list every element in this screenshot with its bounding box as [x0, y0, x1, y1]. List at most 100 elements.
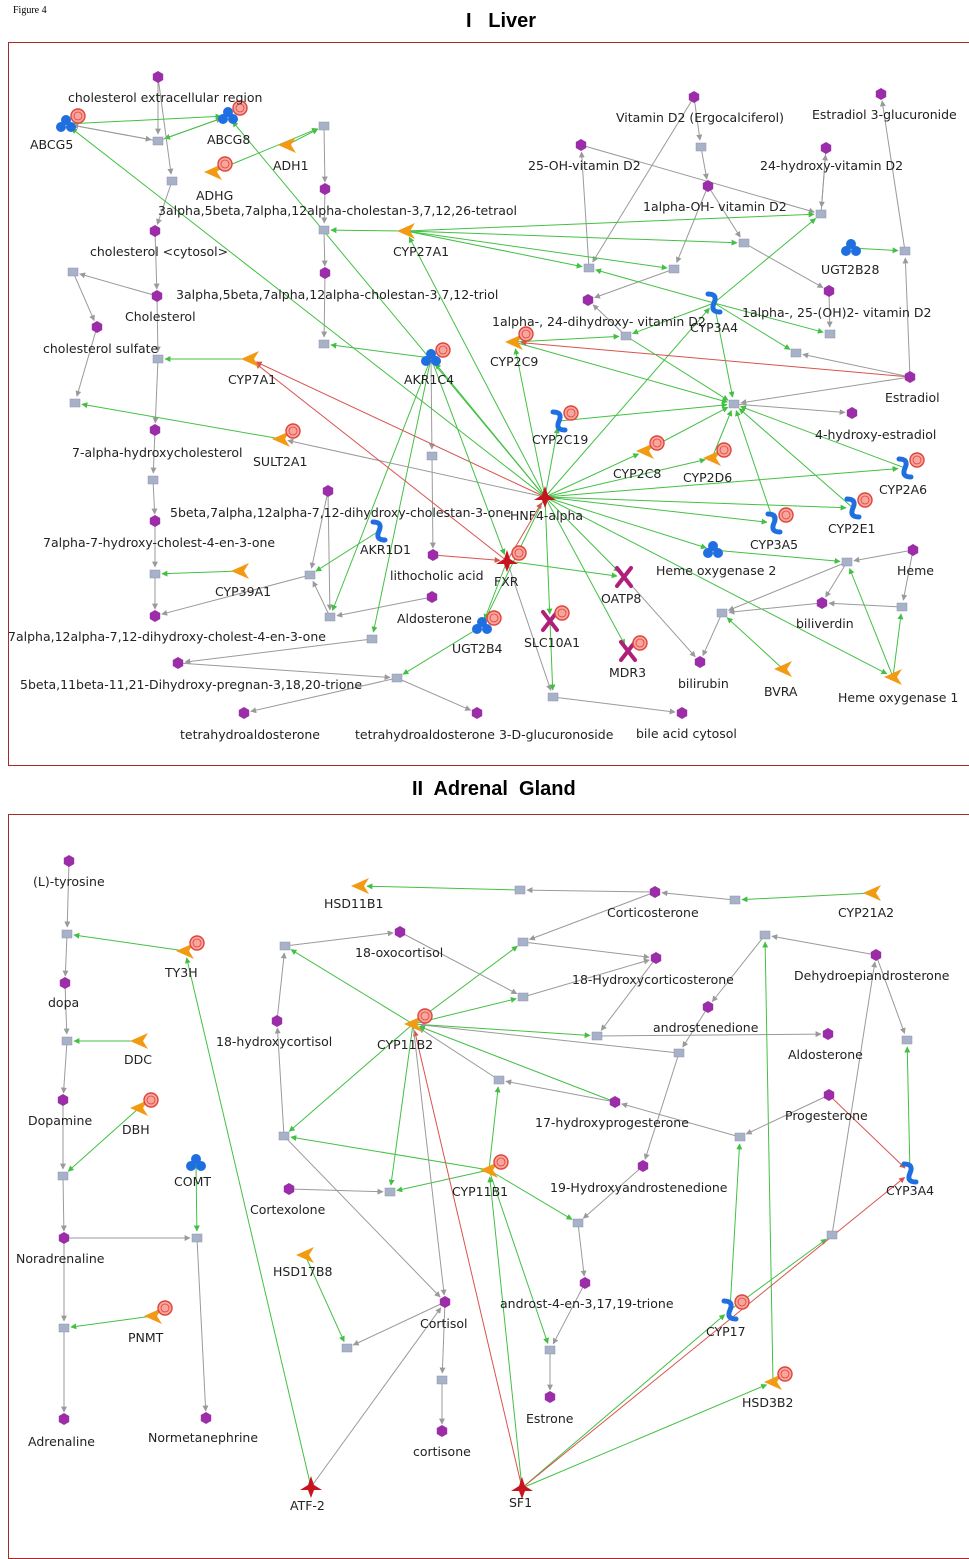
node-18oxo[interactable]: 18-oxocortisol [355, 926, 443, 960]
node-dihydroxychol4en[interactable]: 7alpha,12alpha-7,12-dihydroxy-cholest-4-… [8, 610, 326, 644]
node-vitd2[interactable]: Vitamin D2 (Ergocalciferol) [616, 91, 784, 125]
node-comt[interactable]: COMT [174, 1154, 211, 1189]
node-mdr3[interactable]: MDR3 [609, 635, 648, 680]
node-lithocholic[interactable]: lithocholic acid [390, 549, 484, 583]
node-cyp27a1[interactable]: CYP27A1 [393, 223, 449, 259]
node-abcg5[interactable]: ABCG5 [30, 108, 86, 152]
node-tetraol[interactable]: 3alpha,5beta,7alpha,12alpha-cholestan-3,… [158, 183, 517, 218]
node-bvra[interactable]: BVRA [764, 661, 798, 699]
node-label: Dopamine [28, 1113, 92, 1128]
node-bilirubin[interactable]: bilirubin [678, 656, 729, 691]
edge-r11-to-dihydroxychol4en [161, 574, 311, 616]
node-cyp2c9[interactable]: CYP2C9 [490, 326, 538, 369]
node-akr1d1[interactable]: AKR1D1 [360, 519, 411, 557]
node-ohvitd2[interactable]: 25-OH-vitamin D2 [528, 139, 641, 173]
node-progesterone[interactable]: Progesterone [785, 1089, 868, 1123]
node-androstenedione[interactable]: androstenedione [653, 1001, 759, 1035]
node-dihydroxychol3one[interactable]: 5beta,7alpha,12alpha-7,12-dihydroxy-chol… [170, 485, 511, 520]
node-heme[interactable]: Heme [897, 544, 934, 578]
node-cyp21a2[interactable]: CYP21A2 [838, 885, 894, 920]
node-thaldoglu[interactable]: tetrahydroaldosterone 3-D-glucuronoside [355, 707, 614, 742]
metabolite-icon [702, 1001, 714, 1013]
node-24hvitd2[interactable]: 24-hydroxy-vitamin D2 [760, 142, 903, 173]
node-1a24[interactable]: 1alpha-, 24-dihydroxy- vitamin D2 [492, 294, 706, 329]
node-pregnan[interactable]: 5beta,11beta-11,21-Dihydroxy-pregnan-3,1… [20, 657, 362, 692]
node-hsd17b8[interactable]: HSD17B8 [273, 1247, 332, 1279]
node-aldosteronea[interactable]: Aldosterone [788, 1028, 863, 1062]
node-17hp[interactable]: 17-hydroxyprogesterone [535, 1096, 689, 1130]
reaction-node [57, 1171, 69, 1181]
node-cortisol[interactable]: Cortisol [420, 1296, 468, 1331]
node-18hcs[interactable]: 18-Hydroxycorticosterone [572, 952, 734, 987]
node-estradiol[interactable]: Estradiol [885, 371, 940, 405]
node-akr1c4[interactable]: AKR1C4 [404, 342, 454, 387]
node-dbh[interactable]: DBH [122, 1092, 159, 1137]
node-normetanephrine[interactable]: Normetanephrine [148, 1412, 258, 1445]
node-ho1[interactable]: Heme oxygenase 1 [838, 669, 958, 705]
node-estrone[interactable]: Estrone [526, 1391, 574, 1426]
node-thaldo[interactable]: tetrahydroaldosterone [180, 707, 320, 742]
node-corticosterone[interactable]: Corticosterone [607, 886, 699, 920]
node-chol_sulf[interactable]: cholesterol sulfate [43, 321, 159, 356]
reaction-node [517, 937, 529, 947]
edge-CYP27A1-to-r21 [405, 230, 583, 269]
node-hnf4a[interactable]: HNF4-alpha [510, 486, 583, 523]
node-1a25[interactable]: 1alpha-, 25-(OH)2- vitamin D2 [742, 285, 931, 320]
node-18hc[interactable]: 18-hydroxycortisol [216, 1015, 332, 1049]
node-cyp3a4[interactable]: CYP3A4 [690, 291, 738, 335]
node-cortexolone[interactable]: Cortexolone [250, 1183, 326, 1217]
node-cyp2c19[interactable]: CYP2C19 [532, 405, 588, 447]
node-sult2a1[interactable]: SULT2A1 [253, 423, 307, 469]
node-cholest4en3one[interactable]: 7alpha-7-hydroxy-cholest-4-en-3-one [43, 515, 275, 550]
node-adhg[interactable]: ADHG [196, 156, 233, 203]
node-cortisone[interactable]: cortisone [413, 1425, 471, 1459]
node-chol_ex[interactable]: cholesterol extracellular region [68, 71, 262, 105]
node-sf1[interactable]: SF1 [509, 1477, 533, 1510]
node-cyp3a4a[interactable]: CYP3A4 [886, 1161, 934, 1198]
node-ugt2b4[interactable]: UGT2B4 [452, 610, 503, 656]
node-1aohvitd2[interactable]: 1alpha-OH- vitamin D2 [643, 180, 787, 214]
node-19h[interactable]: 19-Hydroxyandrostenedione [550, 1160, 728, 1195]
node-androst[interactable]: androst-4-en-3,17,19-trione [500, 1277, 674, 1311]
node-chol_cyt[interactable]: cholesterol <cytosol> [90, 225, 228, 259]
node-hsd11b1[interactable]: HSD11B1 [324, 878, 383, 911]
node-aldosterone[interactable]: Aldosterone [397, 591, 472, 626]
node-cyp7a1[interactable]: CYP7A1 [228, 351, 276, 387]
node-tyrosine[interactable]: (L)-tyrosine [33, 855, 105, 889]
node-ugt2b28[interactable]: UGT2B28 [821, 239, 880, 277]
node-cyp2c8[interactable]: CYP2C8 [613, 435, 665, 481]
node-cyp11b2[interactable]: CYP11B2 [377, 1008, 433, 1052]
node-dhea[interactable]: Dehydroepiandrosterone [794, 949, 950, 983]
node-cyp2d6[interactable]: CYP2D6 [683, 442, 732, 485]
node-4hest[interactable]: 4-hydroxy-estradiol [815, 407, 936, 442]
node-hsd3b2[interactable]: HSD3B2 [742, 1366, 793, 1410]
node-pnmt[interactable]: PNMT [128, 1300, 173, 1345]
node-ho2[interactable]: Heme oxygenase 2 [656, 541, 776, 578]
metabolite-icon [471, 707, 483, 719]
node-dopamine[interactable]: Dopamine [28, 1094, 92, 1128]
node-cyp11b1[interactable]: CYP11B1 [452, 1154, 509, 1199]
node-abcg8[interactable]: ABCG8 [207, 100, 250, 147]
node-slc10a1[interactable]: SLC10A1 [524, 605, 580, 650]
node-cholesterol[interactable]: Cholesterol [125, 290, 196, 324]
node-ddc[interactable]: DDC [124, 1033, 152, 1067]
node-ty3h[interactable]: TY3H [164, 935, 205, 980]
node-label: CYP2D6 [683, 470, 732, 485]
node-fxr[interactable]: FXR [494, 545, 527, 589]
node-noradrenaline[interactable]: Noradrenaline [16, 1232, 105, 1266]
node-cyp2e1[interactable]: CYP2E1 [828, 492, 876, 536]
node-adh1[interactable]: ADH1 [273, 137, 309, 173]
node-biliverdin[interactable]: biliverdin [796, 597, 854, 631]
node-hydroxychol[interactable]: 7-alpha-hydroxycholesterol [72, 424, 243, 460]
node-cyp17[interactable]: CYP17 [706, 1294, 750, 1339]
node-atf2[interactable]: ATF-2 [290, 1476, 325, 1513]
node-cyp2a6[interactable]: CYP2A6 [879, 452, 927, 497]
node-adrenaline[interactable]: Adrenaline [28, 1413, 95, 1449]
node-cyp39a1[interactable]: CYP39A1 [215, 563, 271, 599]
node-triol[interactable]: 3alpha,5beta,7alpha,12alpha-cholestan-3,… [176, 267, 498, 302]
node-e3glu[interactable]: Estradiol 3-glucuronide [812, 88, 957, 122]
node-dopa[interactable]: dopa [48, 977, 79, 1010]
node-bileacid[interactable]: bile acid cytosol [636, 707, 737, 741]
node-cyp3a5[interactable]: CYP3A5 [750, 507, 798, 552]
node-oatp8[interactable]: OATP8 [601, 566, 641, 606]
